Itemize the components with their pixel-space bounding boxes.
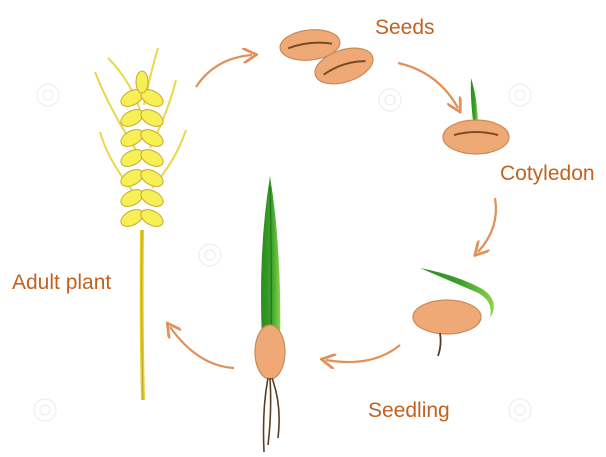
label-adult-plant: Adult plant: [12, 271, 111, 294]
seeds-illustration: [279, 27, 378, 91]
wheat-grain: [138, 166, 166, 190]
wheat-seed-icon: [413, 300, 481, 334]
seedling-illustration: [255, 176, 285, 452]
root-icon: [438, 333, 441, 356]
wheat-grain: [138, 146, 166, 170]
wheat-seed-icon: [443, 120, 509, 154]
arrow-seedling-to-adult: [170, 327, 234, 368]
wheat-grain: [138, 206, 166, 230]
arrow-adult-to-seeds: [196, 55, 252, 87]
wheat-grain: [138, 186, 166, 210]
arrow-sprout-to-seedling: [326, 345, 400, 362]
label-seedling: Seedling: [368, 399, 450, 422]
wheat-grain: [138, 126, 166, 150]
adult-plant-illustration: [95, 48, 186, 400]
arrow-seeds-to-cotyledon: [398, 63, 458, 108]
wheat-grain: [136, 71, 148, 93]
sprouting-seed-illustration: [413, 268, 494, 356]
label-cotyledon: Cotyledon: [500, 162, 595, 185]
label-seeds: Seeds: [375, 16, 435, 39]
arrow-cotyledon-to-seedling-stage: [478, 198, 496, 252]
wheat-grain: [138, 106, 166, 130]
cotyledon-illustration: [443, 78, 509, 154]
wheat-seed-icon: [255, 325, 285, 379]
wheat-ear-icon: [95, 48, 186, 230]
roots-icon: [264, 378, 280, 452]
